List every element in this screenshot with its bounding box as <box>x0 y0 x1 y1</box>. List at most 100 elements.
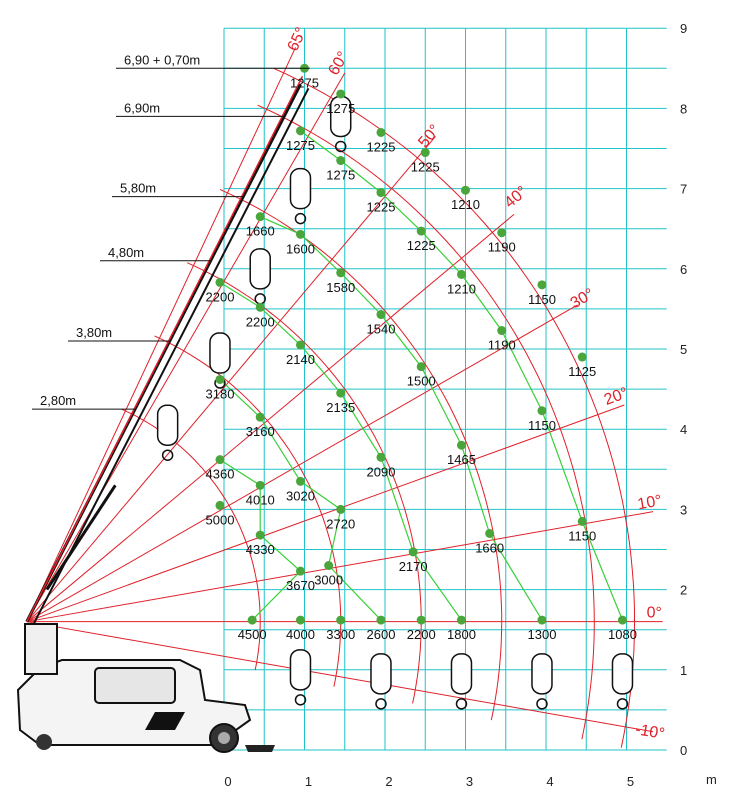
hook-icon <box>375 698 387 710</box>
load-point <box>295 476 305 486</box>
load-value-label: 1800 <box>447 627 476 642</box>
hook-block <box>209 332 231 374</box>
y-tick-label: 2 <box>680 583 687 598</box>
load-point <box>215 374 225 384</box>
crane-outrigger <box>245 745 275 752</box>
load-value-label: 3160 <box>246 424 275 439</box>
radius-arcs <box>121 68 635 748</box>
boom-length-label: 5,80m <box>120 181 156 196</box>
load-value-label: 1600 <box>286 241 315 256</box>
load-point <box>617 615 627 625</box>
load-point <box>537 406 547 416</box>
hook-icon <box>254 293 266 305</box>
radius-arc <box>257 104 595 740</box>
hook-block <box>289 167 312 210</box>
load-points <box>215 63 627 625</box>
load-point <box>336 504 346 514</box>
y-tick-label: 4 <box>680 422 687 437</box>
angle-label: 65° <box>285 25 311 54</box>
load-value-label: 2200 <box>206 289 235 304</box>
load-value-label: 1540 <box>367 322 396 337</box>
y-tick-label: 0 <box>680 743 687 758</box>
load-point <box>295 126 305 136</box>
load-value-label: 3180 <box>206 386 235 401</box>
load-value-label: 1465 <box>447 452 476 467</box>
hook-block <box>156 404 179 446</box>
load-point <box>408 547 418 557</box>
hook-icon <box>334 140 347 153</box>
load-curve <box>259 216 543 621</box>
load-value-label: 2720 <box>326 516 355 531</box>
y-tick-label: 7 <box>680 182 687 197</box>
load-value-label: 1210 <box>447 281 476 296</box>
load-point <box>336 388 346 398</box>
load-value-label: 1300 <box>528 627 557 642</box>
angle-ray <box>26 304 578 623</box>
hook-icon <box>294 694 307 706</box>
hook-block <box>370 653 392 695</box>
angle-label: 60° <box>325 49 352 78</box>
load-point <box>376 615 386 625</box>
load-value-label: 1580 <box>326 280 355 295</box>
angle-ray <box>26 136 436 623</box>
load-value-label: 1190 <box>488 338 516 353</box>
hook-block <box>450 653 473 695</box>
load-value-label: 1225 <box>407 238 436 253</box>
y-tick-label: 1 <box>680 663 687 678</box>
load-point <box>215 277 225 287</box>
angle-lines <box>26 47 663 733</box>
angle-label: 50° <box>415 122 444 151</box>
angle-label: 0° <box>647 605 662 622</box>
x-tick-label: 5 <box>627 774 634 789</box>
load-point <box>456 615 466 625</box>
x-tick-label: 3 <box>466 774 473 789</box>
load-value-label: 4000 <box>286 627 315 642</box>
load-point <box>336 89 346 99</box>
load-value-label: 5000 <box>206 512 235 527</box>
load-point <box>461 185 470 195</box>
y-tick-label: 9 <box>680 21 687 36</box>
load-value-label: 1150 <box>528 292 556 307</box>
load-point <box>497 326 507 336</box>
load-value-label: 4500 <box>238 627 267 642</box>
load-value-label: 1660 <box>246 224 275 239</box>
load-value-label: 2090 <box>367 464 396 479</box>
crane-body <box>16 623 275 753</box>
load-value-label: 2135 <box>326 400 355 415</box>
hook-icon <box>455 698 468 710</box>
load-value-label: 1080 <box>608 627 637 642</box>
load-value-label: 3020 <box>286 488 315 503</box>
load-point <box>376 310 386 320</box>
load-point <box>336 615 346 625</box>
angle-label: -10° <box>634 721 666 743</box>
boom-length-label: 6,90 + 0,70m <box>124 52 200 67</box>
load-point <box>497 228 507 238</box>
load-value-label: 2600 <box>367 627 396 642</box>
hook-block <box>249 248 271 290</box>
load-point <box>255 302 265 312</box>
angle-ray <box>26 72 346 622</box>
load-value-label: 2140 <box>286 352 315 367</box>
boom-length-label: 4,80m <box>108 245 144 260</box>
load-value-label: 1275 <box>326 168 355 183</box>
boom-length-label: 2,80m <box>40 393 76 408</box>
hook-block <box>289 649 312 691</box>
load-value-label: 1225 <box>411 160 440 175</box>
load-point <box>420 148 430 158</box>
load-value-label: 2200 <box>246 314 275 329</box>
hook-icon <box>616 698 629 710</box>
load-value-label: 1225 <box>367 200 396 215</box>
boom-cylinder <box>45 484 117 591</box>
load-value-label: 3670 <box>286 578 315 593</box>
load-point <box>416 615 426 625</box>
crane-column <box>24 623 58 675</box>
load-point <box>416 362 426 372</box>
load-point <box>376 452 386 462</box>
load-point <box>376 188 386 198</box>
load-point <box>215 500 225 510</box>
angle-ray <box>26 621 654 733</box>
boom-envelope <box>26 76 304 623</box>
